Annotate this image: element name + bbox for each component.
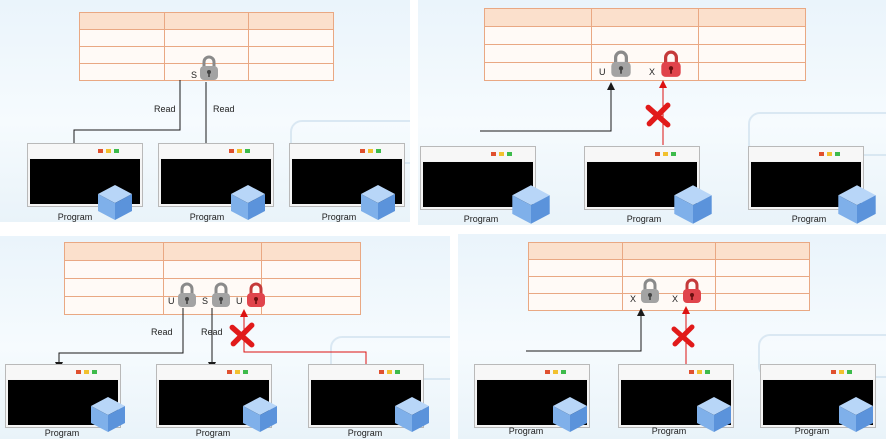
update-lock-icon [611,50,631,77]
cube-icon [512,185,550,224]
program-window [760,364,876,428]
program-label: Program [463,214,499,224]
blocked-x-icon [671,324,695,348]
lock-label-s: S [202,296,209,306]
cube-icon [674,185,712,224]
program-window [474,364,590,428]
cube-icon [838,185,876,224]
cube-icon [91,397,125,432]
read-label: Read [213,104,235,114]
read-label: Read [201,327,223,337]
program-window [420,146,536,210]
program-window [289,143,405,207]
program-label: Program [791,214,827,224]
lock-label-x: X [672,294,679,304]
cube-icon [98,185,132,220]
blocked-x-icon [645,102,671,128]
shared-lock-icon [200,55,218,80]
data-table [79,12,334,81]
read-label: Read [154,104,176,114]
program-label: Program [347,428,383,438]
lock-label-x: X [649,67,656,77]
program-window [158,143,274,207]
program-label: Program [195,428,231,438]
cube-icon [553,397,587,432]
connector-lines [70,80,210,152]
exclusive-lock-icon [683,278,701,303]
program-label: Program [321,212,357,222]
lock-label-s: S [191,70,198,80]
program-label: Program [626,214,662,224]
lock-label-u: U [236,296,243,306]
update-lock-icon-red [247,282,265,307]
cube-icon [231,185,265,220]
read-label: Read [151,327,173,337]
data-table [528,242,810,311]
exclusive-lock-icon-gray [641,278,659,303]
lock-label-x: X [630,294,637,304]
program-label: Program [57,212,93,222]
cube-icon [697,397,731,432]
program-label: Program [44,428,80,438]
program-label: Program [508,426,544,436]
program-label: Program [794,426,830,436]
cube-icon [395,397,429,432]
data-table [64,242,361,315]
cube-icon [839,397,873,432]
panel-top-left: S Read Read Program Program Program [0,0,410,222]
lock-label-u: U [168,296,175,306]
panel-bottom-right: X X Program Program [458,234,886,439]
program-label: Program [189,212,225,222]
blocked-x-icon [229,322,255,348]
program-window [748,146,864,210]
lock-label-u: U [599,67,606,77]
shared-lock-icon [212,282,230,307]
update-lock-icon [178,282,196,307]
cube-icon [361,185,395,220]
exclusive-lock-icon [661,50,681,77]
cube-icon [243,397,277,432]
data-table [484,8,806,81]
panel-top-right: U X Program Program [418,0,886,225]
program-label: Program [651,426,687,436]
panel-bottom-left: U S U Read Read Program [0,236,450,439]
program-window [618,364,734,428]
